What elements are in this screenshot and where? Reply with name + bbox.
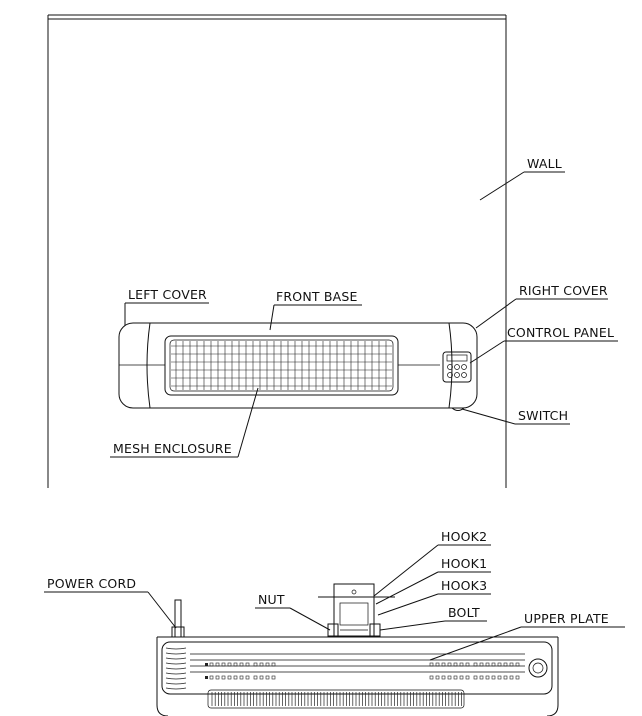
control-panel-callout: CONTROL PANEL (469, 325, 618, 364)
heater-top-view (156, 583, 559, 716)
right-cover-callout: RIGHT COVER (475, 283, 608, 329)
mesh-enclosure-callout: MESH ENCLOSURE (110, 387, 259, 458)
heater-front-view (118, 322, 478, 411)
bottom-grille (211, 692, 462, 706)
switch (451, 407, 465, 411)
control-knob (528, 658, 548, 678)
hook2-callout: HOOK2 (373, 529, 491, 597)
left-cover-callout: LEFT COVER (124, 287, 209, 326)
right-cover-label: RIGHT COVER (519, 283, 608, 298)
nut-callout: NUT (255, 592, 331, 631)
hook1-label: HOOK1 (441, 556, 487, 571)
bolt-label: BOLT (448, 605, 480, 620)
wall-label: WALL (527, 156, 562, 171)
left-vent-lines (165, 647, 187, 690)
switch-callout: SWITCH (461, 408, 570, 425)
upper-plate-callout: UPPER PLATE (429, 611, 625, 661)
hook3-callout: HOOK3 (377, 578, 491, 616)
control-panel (442, 351, 472, 383)
upper-plate-label: UPPER PLATE (524, 611, 609, 626)
bolt-callout: BOLT (379, 605, 487, 631)
left-cover-edge (146, 322, 151, 409)
mounting-bracket (318, 583, 395, 637)
hook2-label: HOOK2 (441, 529, 487, 544)
front-base-callout: FRONT BASE (269, 289, 362, 331)
mesh-grid (171, 341, 392, 390)
nut-label: NUT (258, 592, 285, 607)
heater-body (118, 322, 478, 409)
power-cord (171, 599, 185, 638)
wall-callout: WALL (479, 156, 565, 201)
hook3-label: HOOK3 (441, 578, 487, 593)
mesh-enclosure-label: MESH ENCLOSURE (113, 441, 232, 456)
power-cord-callout: POWER CORD (44, 576, 177, 629)
hook1-callout: HOOK1 (375, 556, 491, 605)
mesh-enclosure (164, 335, 399, 396)
left-cover-label: LEFT COVER (128, 287, 207, 302)
control-panel-label: CONTROL PANEL (507, 325, 614, 340)
wall-panel (47, 14, 507, 488)
switch-label: SWITCH (518, 408, 568, 423)
front-base-label: FRONT BASE (276, 289, 358, 304)
power-cord-label: POWER CORD (47, 576, 136, 591)
vent-dots (205, 662, 520, 680)
